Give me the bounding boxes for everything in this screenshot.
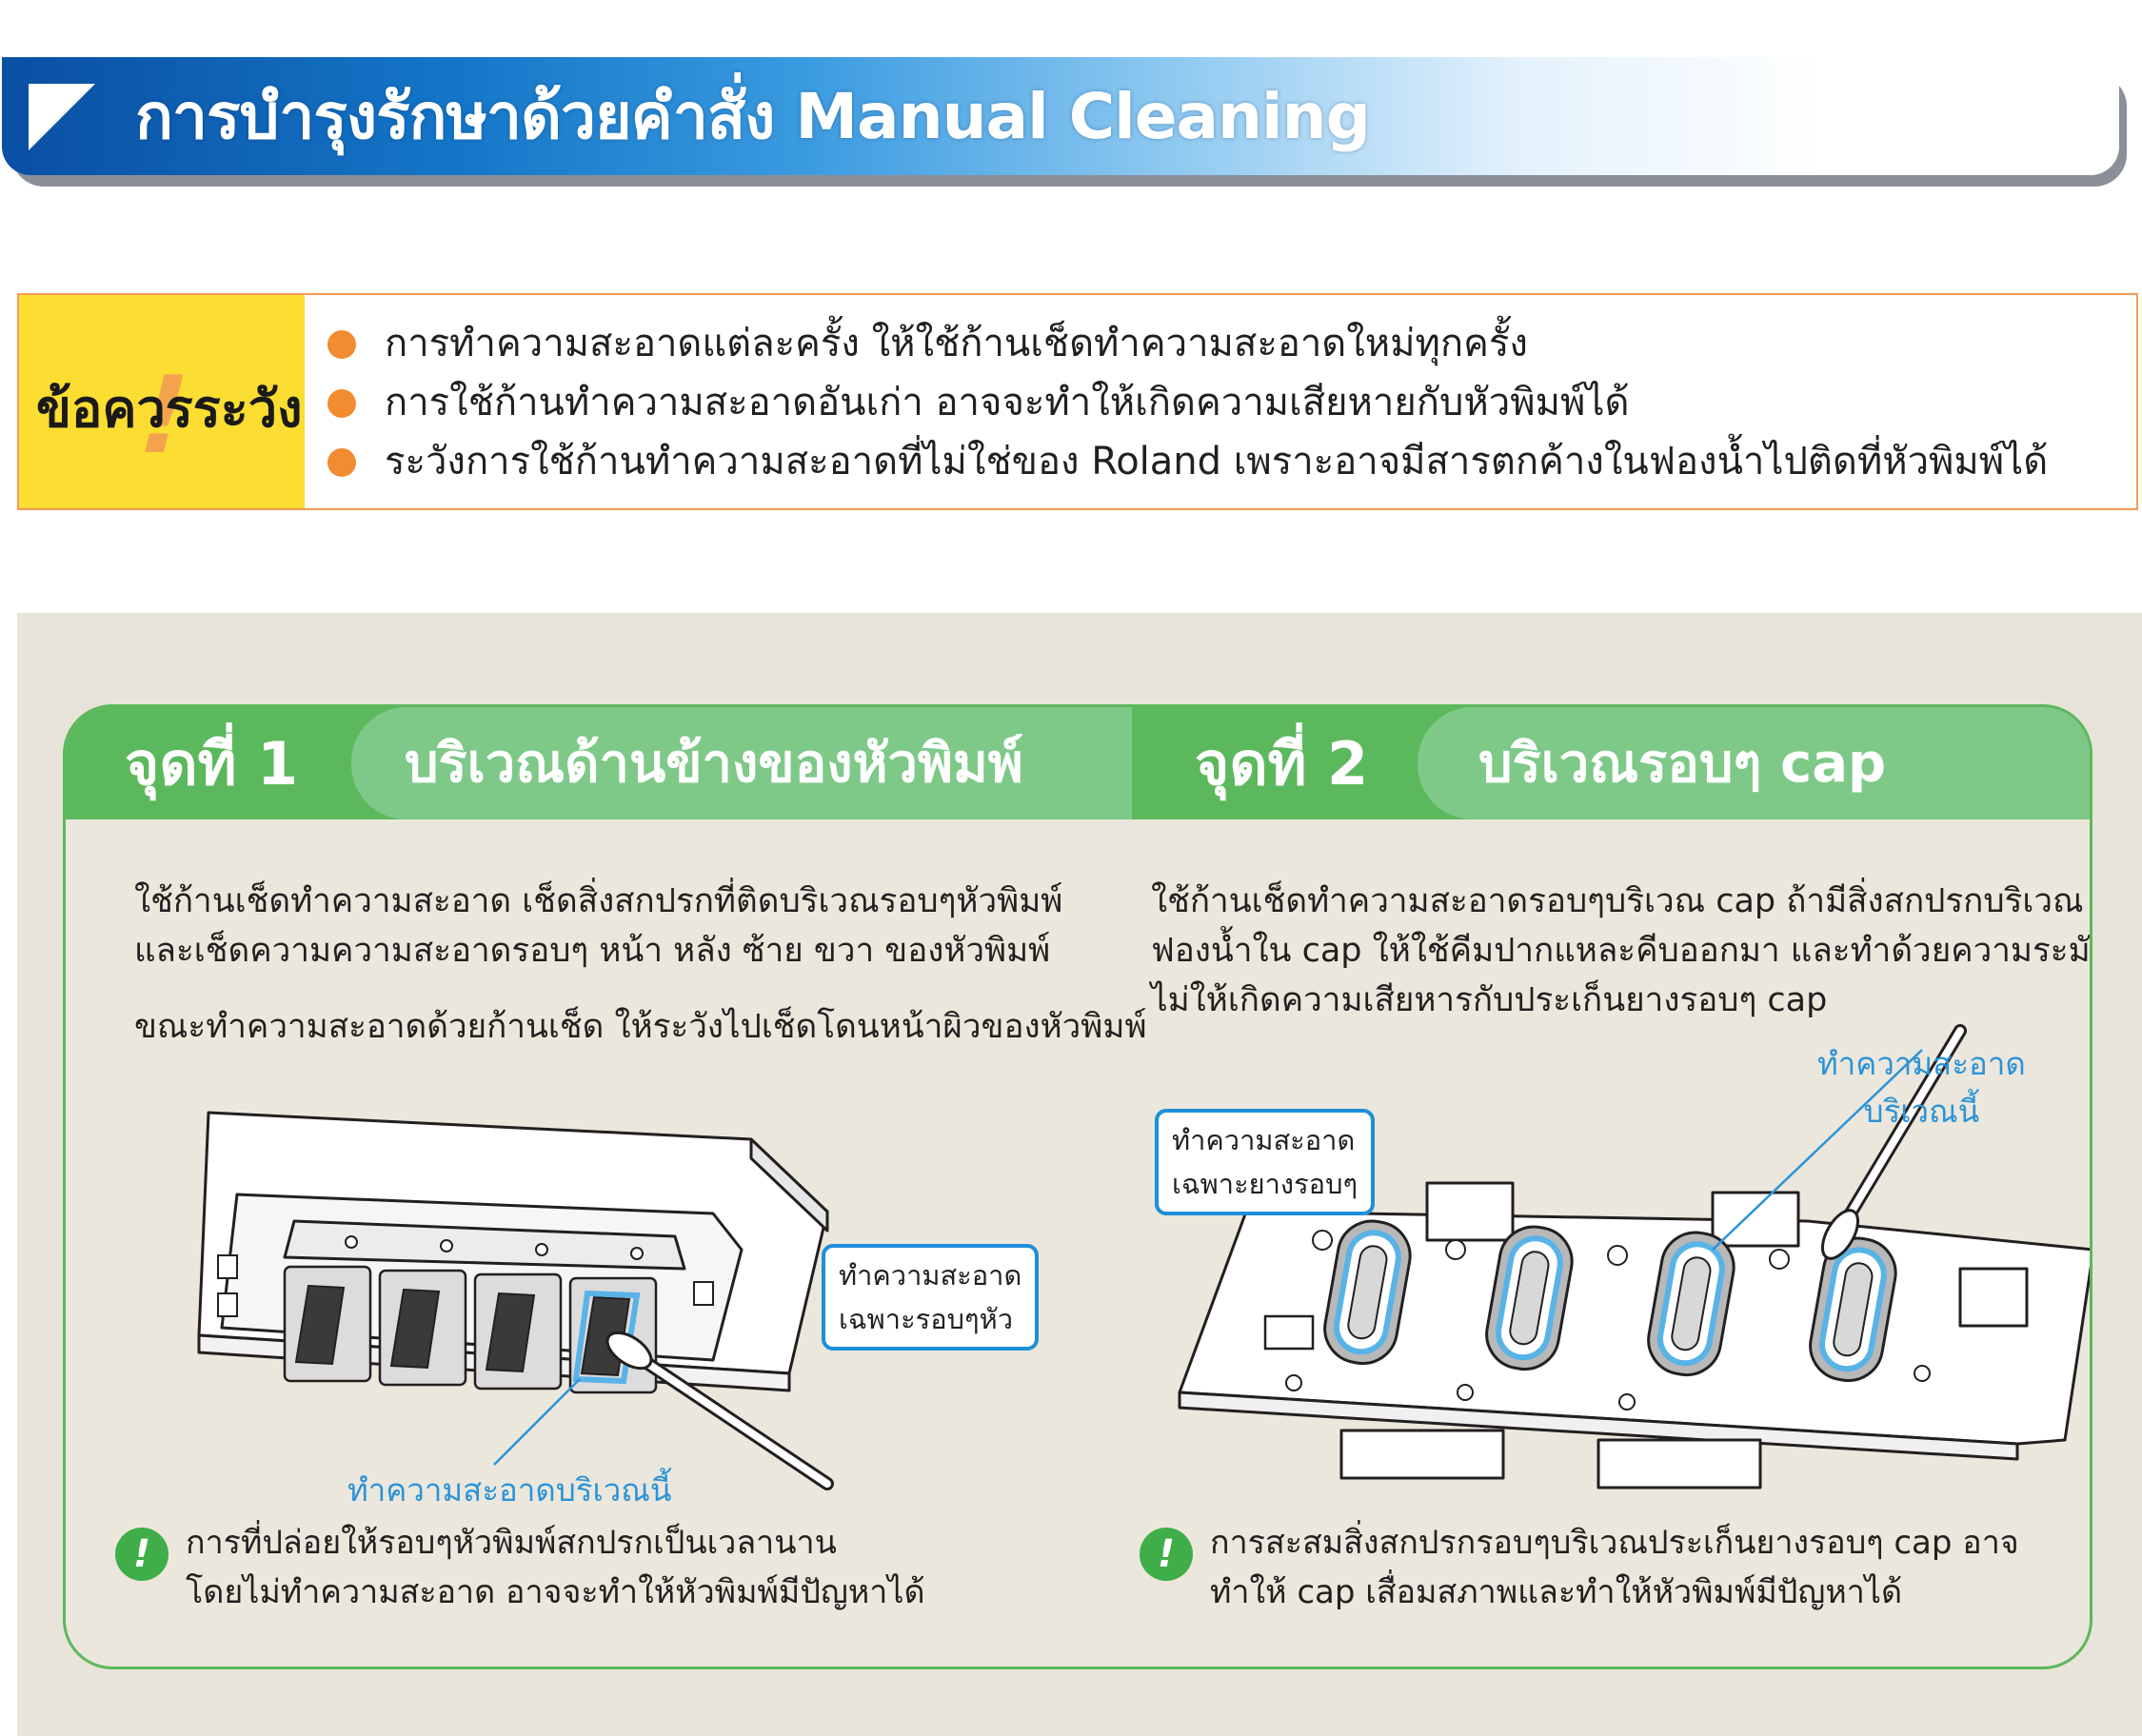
orange-dot-icon bbox=[327, 389, 356, 418]
point2-title-pill bbox=[1418, 707, 2090, 819]
title-banner: การบำรุงรักษาด้วยคำสั่ง Manual Cleaning bbox=[2, 57, 2119, 175]
point2-warning: การสะสมสิ่งสกปรกรอบๆบริเวณประเก็นยางรอบๆ… bbox=[1210, 1524, 2019, 1611]
point1-title-pill bbox=[351, 707, 1132, 819]
point1-blue-label: ทำความสะอาดบริเวณนี้ bbox=[347, 1471, 672, 1509]
exclamation-circle-icon: ! bbox=[1140, 1528, 1193, 1581]
caution-item: ระวังการใช้ก้านทำความสะอาดที่ไม่ใช่ของ R… bbox=[324, 432, 2113, 491]
caution-list: การทำความสะอาดแต่ละครั้ง ให้ใช้ก้านเช็ดท… bbox=[324, 314, 2113, 491]
orange-dot-icon bbox=[327, 448, 356, 477]
point1-note: ขณะทำความสะอาดด้วยก้านเช็ด ให้ระวังไปเช็… bbox=[134, 1008, 1147, 1046]
caution-label: ข้อควรระวัง bbox=[36, 379, 303, 439]
page-title: การบำรุงรักษาด้วยคำสั่ง Manual Cleaning bbox=[135, 80, 1371, 153]
point1-label: จุดที่ 1 bbox=[125, 729, 299, 799]
point1-callout: ทำความสะอาด เฉพาะรอบๆหัว bbox=[822, 1244, 1040, 1351]
point2-blue-label: ทำความสะอาด บริเวณนี้ bbox=[1817, 1045, 2026, 1130]
exclamation-circle-icon: ! bbox=[115, 1528, 169, 1581]
point2-callout: ทำความสะอาด เฉพาะยางรอบๆ bbox=[1155, 1109, 1376, 1215]
point1-title: บริเวณด้านข้างของหัวพิมพ์ bbox=[405, 733, 1023, 795]
point2-title: บริเวณรอบๆ cap bbox=[1478, 733, 1887, 795]
caution-label-panel: ! ข้อควรระวัง bbox=[19, 295, 305, 508]
caution-box: ! ข้อควรระวัง การทำความสะอาดแต่ละครั้ง ใ… bbox=[17, 293, 2138, 510]
cap-station-illustration bbox=[1178, 1024, 2090, 1489]
caution-item: การทำความสะอาดแต่ละครั้ง ให้ใช้ก้านเช็ดท… bbox=[324, 314, 2113, 373]
instruction-card: จุดที่ 1 บริเวณด้านข้างของหัวพิมพ์ จุดที… bbox=[63, 704, 2092, 1669]
triangle-corner-icon bbox=[29, 84, 95, 150]
point1-warning: การที่ปล่อยให้รอบๆหัวพิมพ์สกปรกเป็นเวลาน… bbox=[186, 1524, 925, 1611]
caution-item: การใช้ก้านทำความสะอาดอันเก่า อาจจะทำให้เ… bbox=[324, 373, 2113, 432]
print-head-illustration bbox=[197, 1111, 834, 1490]
point2-label: จุดที่ 2 bbox=[1195, 729, 1369, 799]
instruction-panel: จุดที่ 1 บริเวณด้านข้างของหัวพิมพ์ จุดที… bbox=[17, 613, 2142, 1736]
caps bbox=[1323, 1219, 1897, 1383]
point2-paragraph: ใช้ก้านเช็ดทำความสะอาดรอบๆบริเวณ cap ถ้า… bbox=[1151, 882, 2092, 1019]
orange-dot-icon bbox=[327, 330, 356, 359]
point1-paragraph: ใช้ก้านเช็ดทำความสะอาด เช็ดสิ่งสกปรกที่ต… bbox=[134, 882, 1063, 970]
card-header: จุดที่ 1 บริเวณด้านข้างของหัวพิมพ์ จุดที… bbox=[66, 707, 2090, 819]
